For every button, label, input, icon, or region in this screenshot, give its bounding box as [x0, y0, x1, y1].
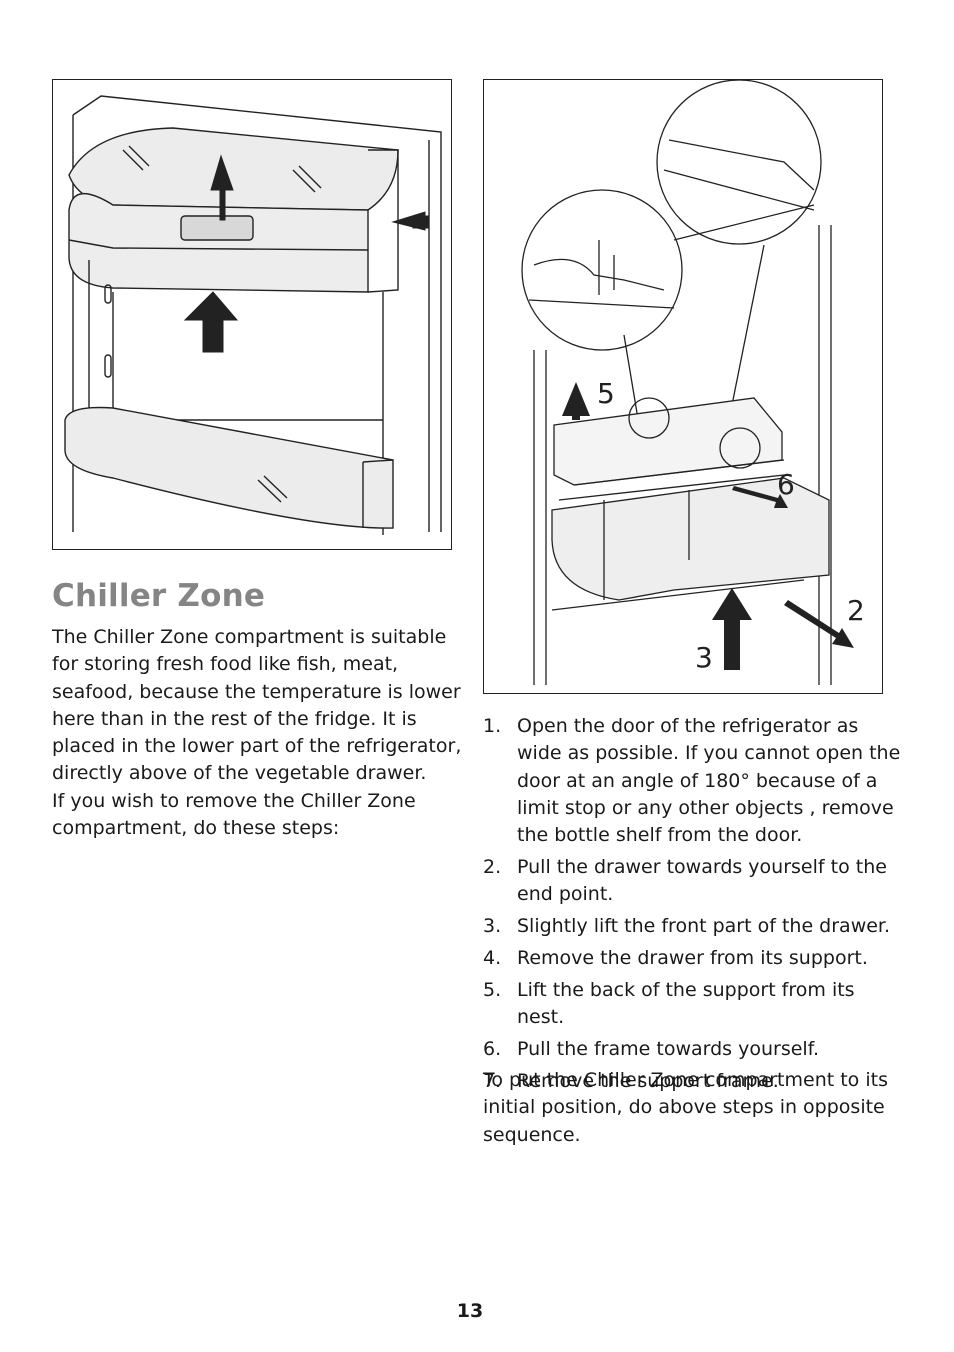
step-item: 7. Remove the support frame.	[483, 1068, 903, 1095]
callout-2: 2	[847, 594, 865, 627]
step-number: 5.	[483, 978, 502, 1001]
callout-5: 5	[597, 377, 615, 410]
outro-text: To put the Chiller Zone compartment to i…	[483, 1069, 888, 1146]
chiller-zone-illustration	[52, 79, 452, 550]
intro-paragraph: The Chiller Zone compartment is suitable…	[52, 626, 462, 785]
callout-3: 3	[695, 641, 713, 674]
callout-6: 6	[777, 468, 795, 501]
step-item: 1. Open the door of the refrigerator as w…	[483, 713, 903, 849]
drawer-removal-drawing: 5 6 2 3	[521, 80, 865, 685]
step-item: 5. Lift the back of the support from its …	[483, 977, 903, 1032]
intro-text: The Chiller Zone compartment is suitable…	[52, 624, 462, 842]
step-item: 2. Pull the drawer towards yourself to th…	[483, 854, 903, 909]
removal-steps-list: 1. Open the door of the refrigerator as w…	[483, 713, 903, 1099]
step-text: Remove the support frame.	[517, 1069, 779, 1092]
drawer-removal-illustration: 5 6 2 3	[483, 79, 883, 694]
step-text: Slightly lift the front part of the draw…	[517, 915, 891, 938]
step-number: 4.	[483, 946, 502, 969]
step-text: Remove the drawer from its support.	[517, 946, 868, 969]
section-title: Chiller Zone	[52, 578, 266, 614]
step-text: Open the door of the refrigerator as wid…	[517, 715, 901, 847]
intro-paragraph: If you wish to remove the Chiller Zone c…	[52, 789, 416, 840]
step-item: 6. Pull the frame towards yourself.	[483, 1036, 903, 1063]
step-number: 1.	[483, 715, 502, 737]
step-number: 2.	[483, 855, 502, 878]
step-text: Pull the drawer towards yourself to the …	[517, 855, 887, 906]
chiller-zone-drawing	[64, 95, 442, 535]
step-number: 7.	[483, 1069, 502, 1092]
page-number: 13	[456, 1300, 484, 1322]
step-item: 3. Slightly lift the front part of the dr…	[483, 913, 903, 940]
step-number: 3.	[483, 915, 502, 938]
step-text: Pull the frame towards yourself.	[517, 1037, 820, 1060]
step-number: 6.	[483, 1037, 502, 1060]
step-item: 4. Remove the drawer from its support.	[483, 945, 903, 972]
step-text: Lift the back of the support from its ne…	[517, 978, 855, 1028]
